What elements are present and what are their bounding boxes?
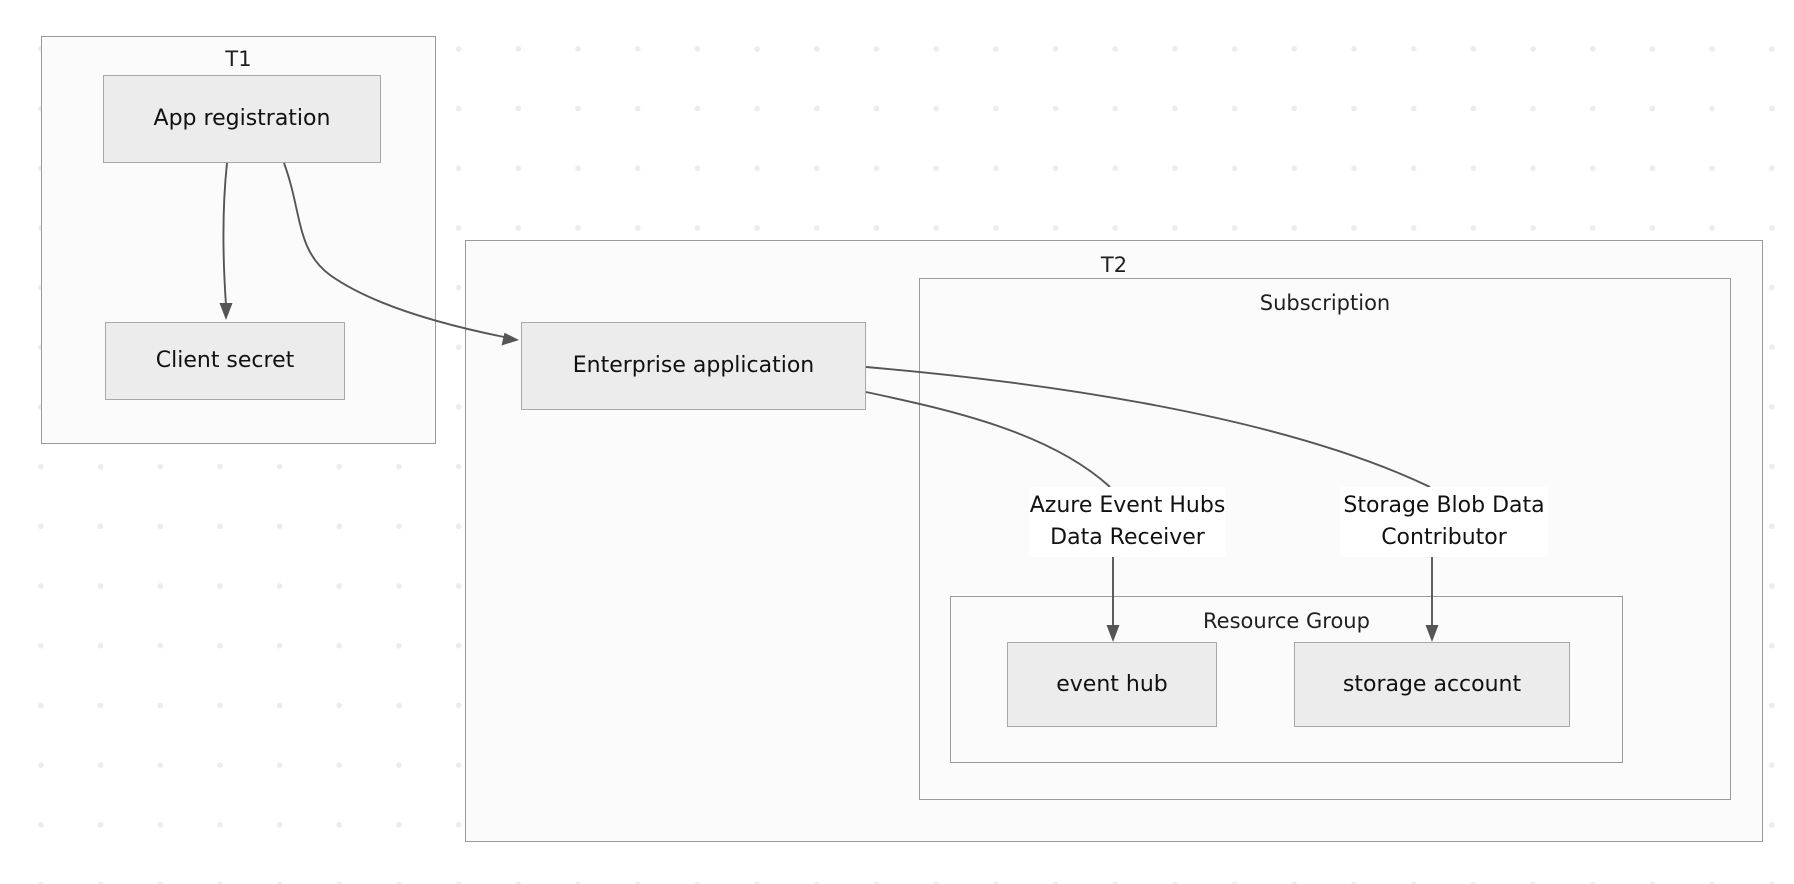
- node-storage-account-label: storage account: [1342, 671, 1522, 697]
- node-enterprise-application-label: Enterprise application: [572, 353, 815, 379]
- cluster-t2-label: T2: [1100, 253, 1128, 277]
- node-app-registration[interactable]: App registration: [103, 75, 381, 163]
- role-label-event-hubs-data-receiver-text: Azure Event Hubs Data Receiver: [1029, 493, 1226, 550]
- cluster-t1-label: T1: [225, 47, 252, 71]
- node-event-hub-label: event hub: [1056, 671, 1168, 697]
- node-storage-account[interactable]: storage account: [1294, 642, 1570, 727]
- node-event-hub[interactable]: event hub: [1007, 642, 1217, 727]
- node-app-registration-label: App registration: [153, 106, 331, 132]
- node-client-secret[interactable]: Client secret: [105, 322, 345, 400]
- role-label-storage-blob-data-contributor[interactable]: Storage Blob Data Contributor: [1340, 487, 1548, 557]
- node-enterprise-application[interactable]: Enterprise application: [521, 322, 866, 410]
- node-client-secret-label: Client secret: [155, 348, 295, 374]
- role-label-storage-blob-data-contributor-text: Storage Blob Data Contributor: [1343, 493, 1545, 550]
- cluster-resource-group-label: Resource Group: [1203, 609, 1370, 633]
- role-label-event-hubs-data-receiver[interactable]: Azure Event Hubs Data Receiver: [1029, 487, 1226, 557]
- cluster-subscription-label: Subscription: [1259, 291, 1391, 315]
